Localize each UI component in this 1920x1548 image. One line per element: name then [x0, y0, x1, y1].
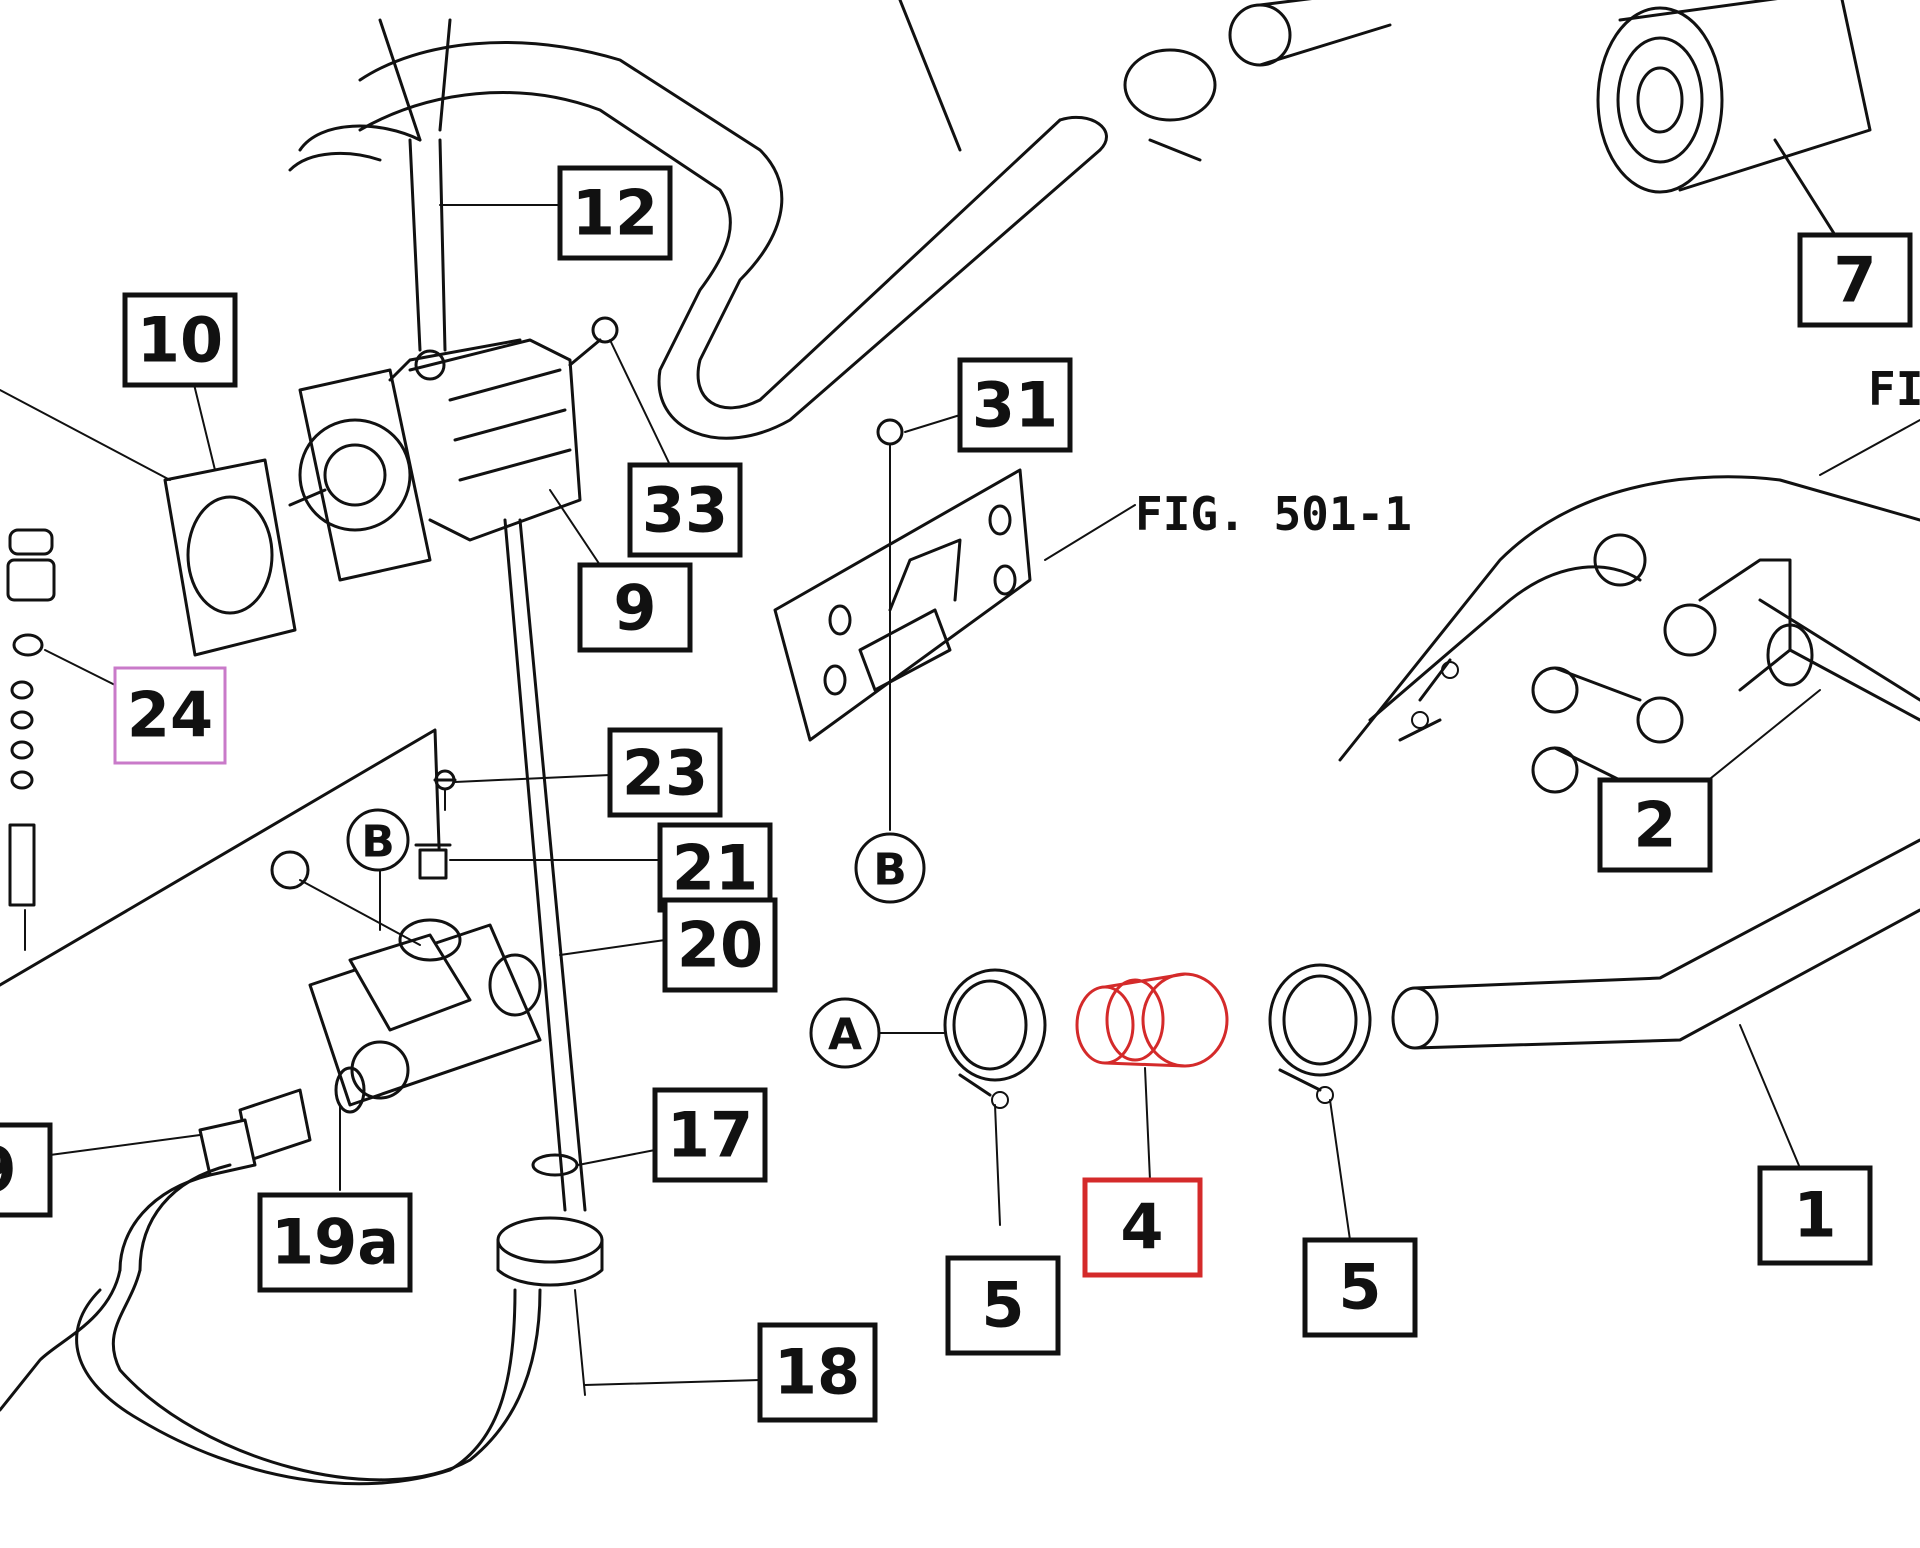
- svg-text:18: 18: [774, 1336, 860, 1409]
- callout-24: 24: [113, 666, 227, 765]
- svg-text:B: B: [361, 817, 395, 868]
- svg-text:20: 20: [677, 909, 763, 982]
- svg-text:B: B: [873, 845, 907, 896]
- svg-text:4: 4: [1120, 1191, 1163, 1264]
- hose-clamp-right-part-5: [1268, 963, 1372, 1241]
- fig-ref-501-1: FIG. 501-1: [1135, 487, 1412, 541]
- gasket-part-10: [163, 458, 297, 657]
- hose-part-1: [1391, 838, 1920, 1169]
- svg-text:5: 5: [1338, 1251, 1381, 1324]
- svg-text:23: 23: [622, 737, 708, 810]
- valve-block-part-2: [1338, 419, 1920, 796]
- callout-12: 12: [557, 165, 673, 261]
- svg-text:10: 10: [137, 304, 223, 377]
- upper-suction-hose: [358, 0, 1108, 440]
- callout-20: 20: [662, 897, 778, 993]
- callout-2: 2: [1597, 777, 1713, 873]
- callout-4-highlighted: 4: [1082, 1177, 1203, 1278]
- callout-7: 7: [1797, 232, 1913, 328]
- callout-18: 18: [757, 1322, 878, 1423]
- bracket-part-31: [773, 414, 1136, 831]
- bolt-part-33: [568, 316, 619, 367]
- svg-text:2: 2: [1633, 789, 1676, 862]
- svg-text:33: 33: [642, 474, 728, 547]
- pump-drain-tube: [503, 518, 587, 1212]
- callout-9-left: 9: [0, 1122, 53, 1218]
- callout-21: 21: [657, 822, 773, 913]
- fitting-part-4-highlighted: [1075, 972, 1229, 1181]
- svg-text:A: A: [828, 1010, 862, 1061]
- callout-5-left: 5: [945, 1255, 1061, 1356]
- svg-text:9: 9: [613, 572, 656, 645]
- leaders-pump: [0, 204, 671, 566]
- circle-ref-B-left: B: [346, 808, 410, 872]
- svg-text:21: 21: [672, 832, 758, 905]
- callout-10: 10: [122, 292, 238, 388]
- callout-33: 33: [627, 462, 743, 558]
- circle-ref-B-right: B: [854, 832, 926, 904]
- callout-5-right: 5: [1302, 1237, 1418, 1338]
- top-hose-clamp: [1123, 48, 1217, 162]
- small-parts-21-23: [414, 769, 661, 880]
- svg-text:31: 31: [972, 369, 1058, 442]
- lower-pipe-assembly: [0, 1066, 761, 1486]
- svg-text:19a: 19a: [271, 1206, 399, 1279]
- svg-text:12: 12: [572, 177, 658, 250]
- control-valve-assembly: [0, 728, 666, 1107]
- cylinder-part-7: [1596, 0, 1872, 237]
- top-fitting: [1228, 0, 1392, 67]
- callout-31: 31: [957, 357, 1073, 453]
- svg-text:1: 1: [1793, 1179, 1836, 1252]
- svg-text:5: 5: [981, 1269, 1024, 1342]
- callout-9: 9: [577, 562, 693, 653]
- callout-1: 1: [1757, 1165, 1873, 1266]
- circle-ref-A: A: [809, 997, 881, 1069]
- svg-text:17: 17: [667, 1099, 753, 1172]
- fig-ref-cut: FI: [1868, 362, 1920, 416]
- valve-stack-part-24: [6, 528, 116, 951]
- callout-17: 17: [652, 1087, 768, 1183]
- svg-text:7: 7: [1833, 244, 1876, 317]
- callout-19a: 19a: [257, 1192, 413, 1293]
- callout-23: 23: [607, 727, 723, 818]
- svg-text:9: 9: [0, 1134, 17, 1207]
- pump-assembly: [288, 18, 582, 582]
- svg-text:24: 24: [127, 679, 213, 752]
- hose-clamp-left-part-5: [943, 968, 1047, 1226]
